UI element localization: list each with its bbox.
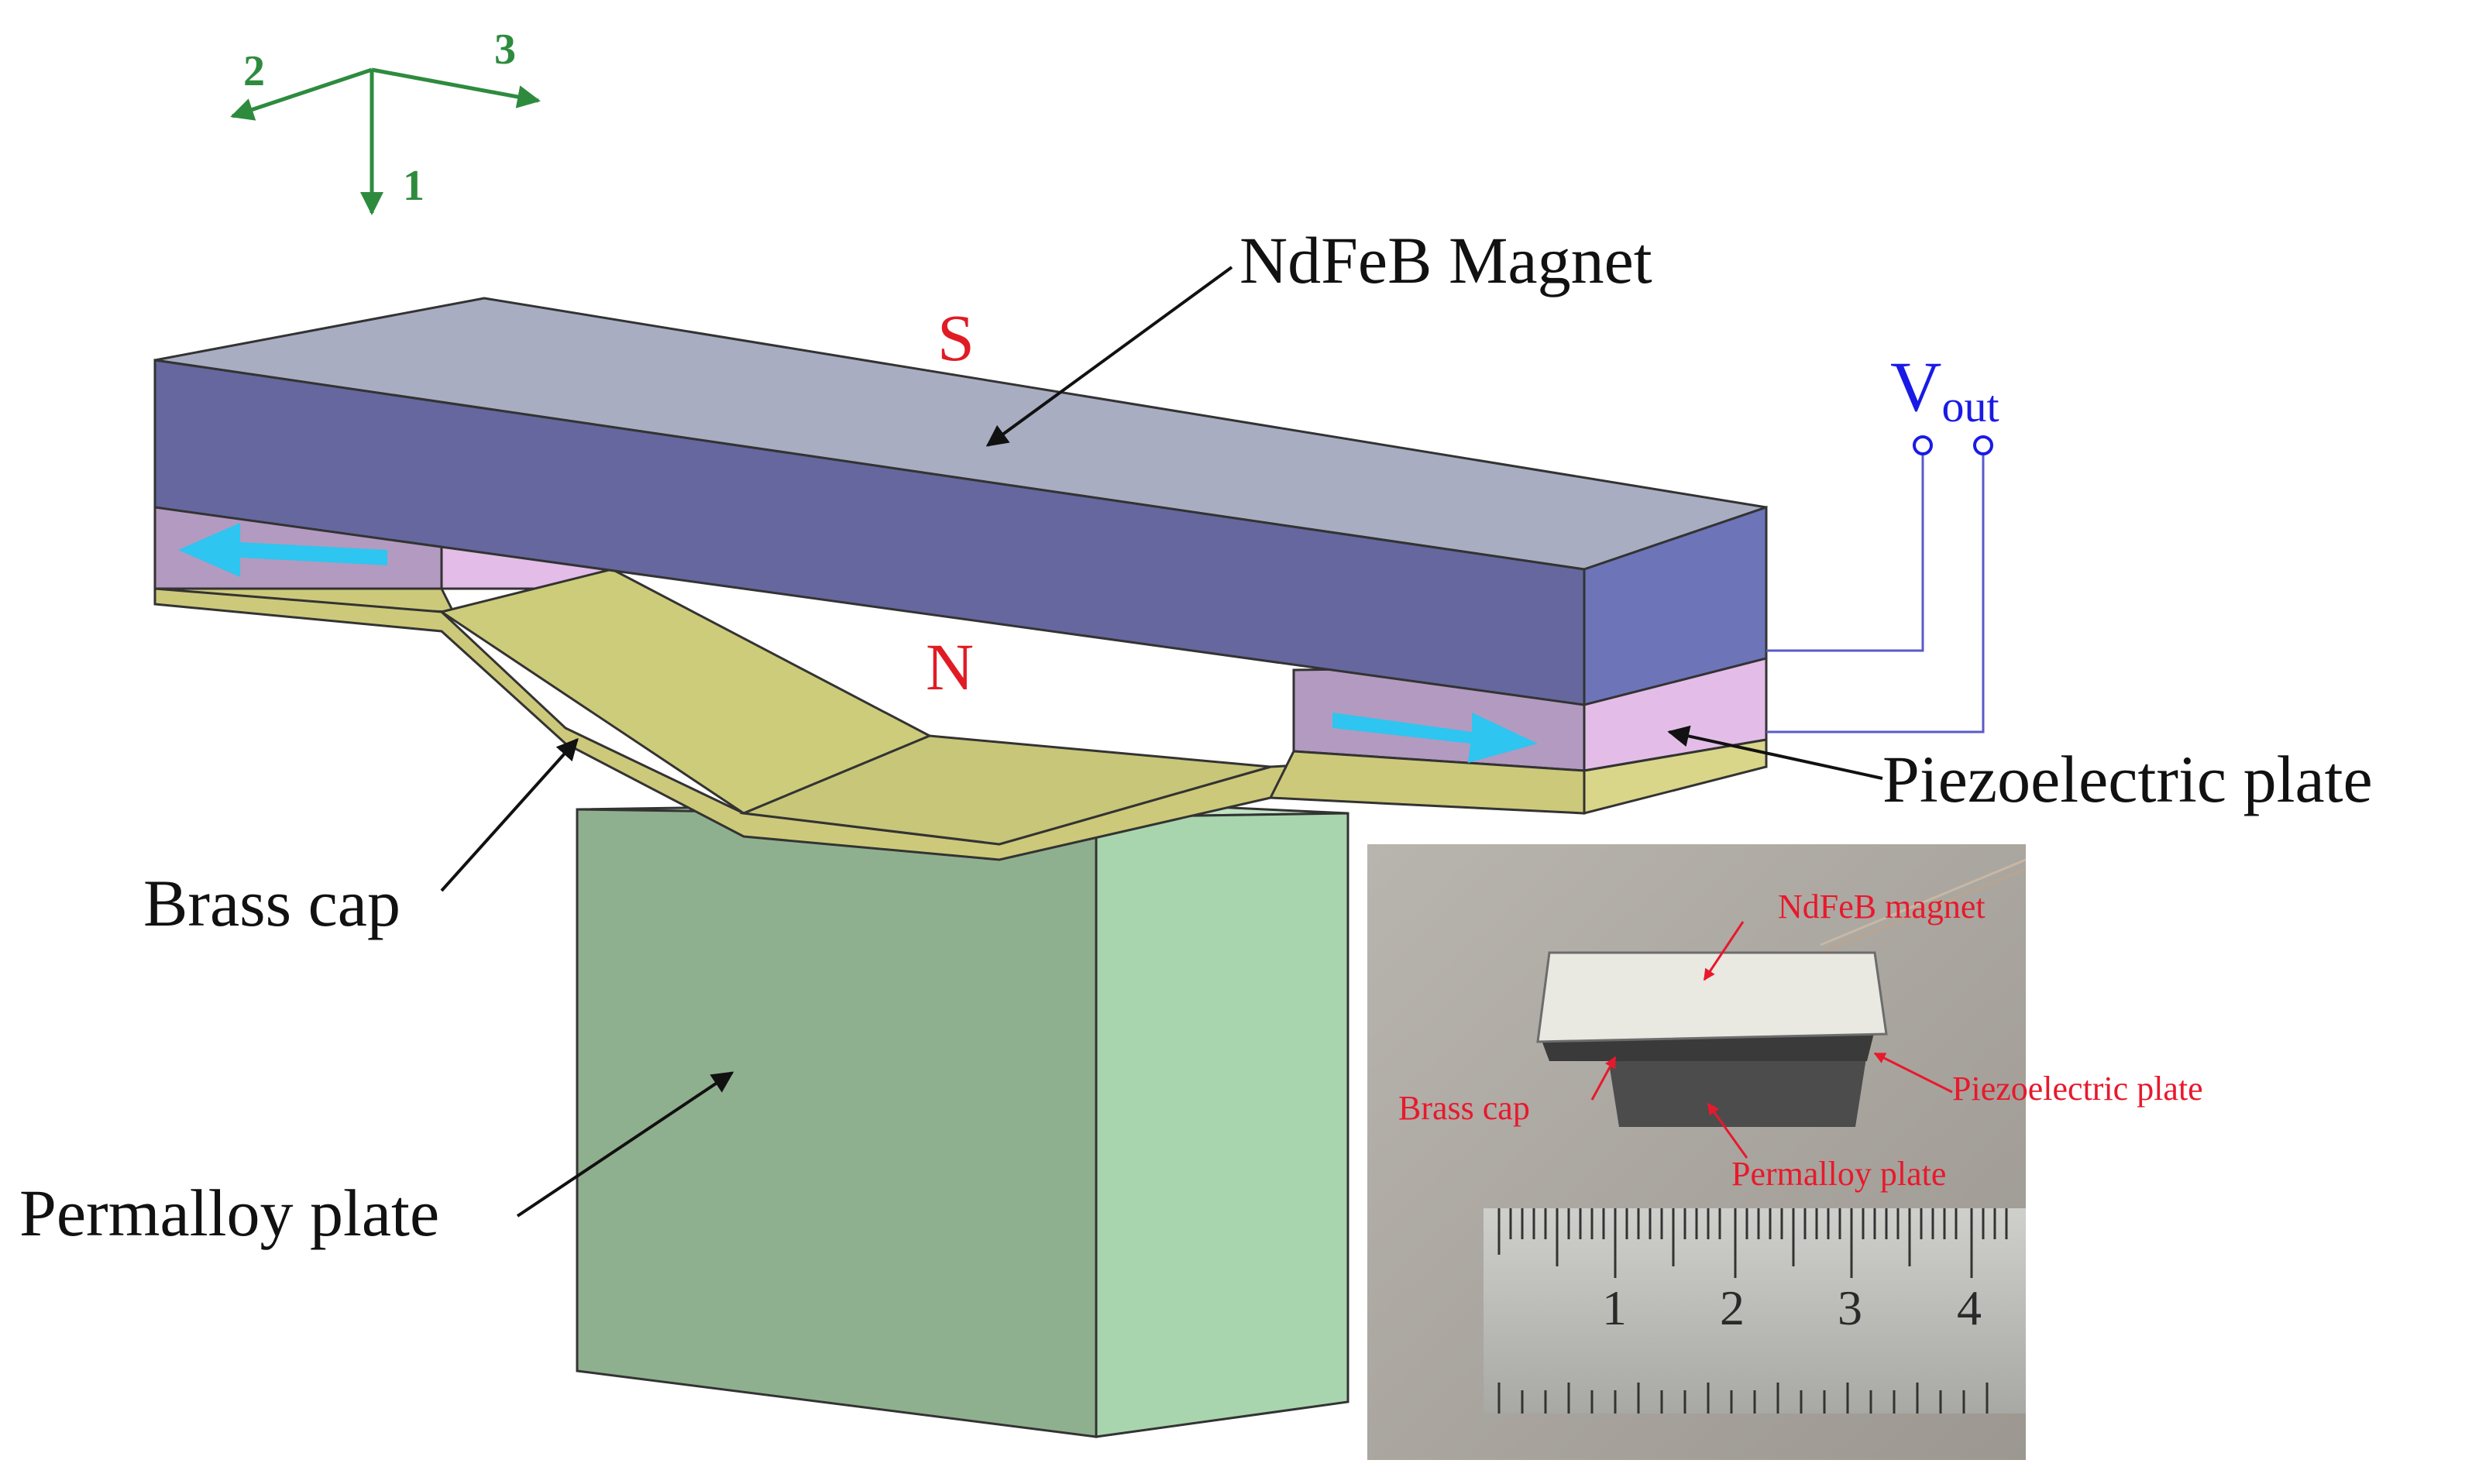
pole-south: S bbox=[937, 301, 975, 375]
axis-label-2: 2 bbox=[243, 47, 265, 95]
leader-arrow-icon bbox=[440, 266, 1883, 1218]
callout-permalloy-plate: Permalloy plate bbox=[19, 1176, 439, 1250]
photo-label-brass-cap: Brass cap bbox=[1398, 1089, 1530, 1127]
terminal-icon bbox=[1973, 435, 1993, 455]
magnet-side bbox=[1583, 505, 1768, 706]
vout-v: V bbox=[1890, 347, 1941, 426]
ruler-number-4: 4 bbox=[1957, 1280, 1982, 1335]
axis-label-3: 3 bbox=[494, 26, 516, 74]
callout-piezoelectric-plate: Piezoelectric plate bbox=[1882, 742, 2373, 816]
callout-ndfeb-magnet: NdFeB Magnet bbox=[1239, 223, 1652, 297]
ruler-number-3: 3 bbox=[1838, 1280, 1862, 1335]
photo-label-permalloy-plate: Permalloy plate bbox=[1731, 1155, 1946, 1193]
polarization-arrow-icon bbox=[178, 523, 1538, 763]
permalloy-block bbox=[576, 800, 1349, 1438]
ruler bbox=[1484, 1208, 2026, 1414]
ndfeb-magnet-bar bbox=[153, 297, 1768, 706]
prototype-photo: 1 2 3 4 NdFeB magnet Brass cap Piezoelec… bbox=[1367, 844, 2203, 1460]
photo-label-ndfeb-magnet: NdFeB magnet bbox=[1778, 888, 1986, 926]
output-wires bbox=[1766, 435, 1993, 733]
vout-subscript: out bbox=[1941, 381, 1999, 431]
ruler-ticks bbox=[1497, 1208, 2008, 1414]
terminal-icon bbox=[1913, 435, 1933, 455]
axis-label-1: 1 bbox=[403, 162, 425, 210]
photo-leader-arrows bbox=[1590, 921, 1953, 1159]
ruler-number-1: 1 bbox=[1602, 1280, 1627, 1335]
vout-label: Vout bbox=[1890, 347, 1999, 431]
callout-brass-cap: Brass cap bbox=[143, 866, 401, 940]
coordinate-axes-icon bbox=[230, 67, 541, 215]
permalloy-side bbox=[1095, 812, 1349, 1438]
ruler-number-2: 2 bbox=[1720, 1280, 1745, 1335]
pole-north: N bbox=[926, 630, 974, 704]
photo-label-piezoelectric-plate: Piezoelectric plate bbox=[1952, 1070, 2203, 1108]
